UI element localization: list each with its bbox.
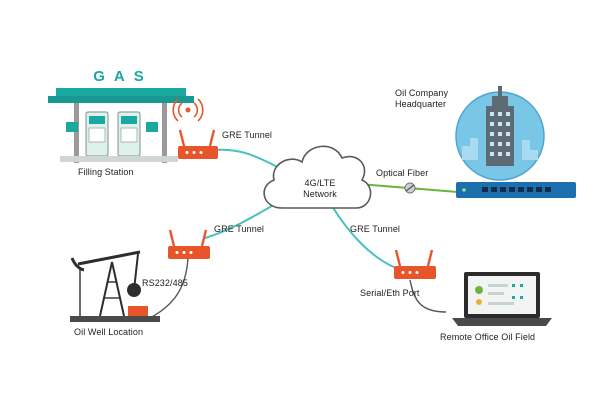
router-left-icon bbox=[168, 229, 210, 259]
rs232-label: RS232/485 bbox=[142, 278, 188, 288]
gre-tunnel-left-label: GRE Tunnel bbox=[214, 224, 265, 234]
network-switch-icon bbox=[456, 182, 576, 198]
oil-well-label: Oil Well Location bbox=[74, 327, 144, 337]
network-label: 4G/LTE Network bbox=[303, 178, 337, 199]
gre-tunnel-right-label: GRE Tunnel bbox=[350, 224, 401, 234]
router-top-icon bbox=[178, 129, 218, 159]
fiber-connector-icon bbox=[404, 182, 416, 194]
headquarter-building-icon bbox=[455, 86, 545, 181]
link-rs232-cable bbox=[149, 257, 189, 319]
router-right-icon bbox=[394, 249, 436, 279]
filling-station-label: Filling Station bbox=[78, 167, 134, 177]
laptop-icon bbox=[452, 272, 552, 326]
link-top-router-to-cloud bbox=[214, 148, 281, 169]
oil-pumpjack-icon bbox=[70, 250, 160, 322]
optical-fiber-label: Optical Fiber bbox=[376, 168, 429, 178]
gas-sign: GAS bbox=[93, 68, 153, 85]
cloud-icon bbox=[263, 145, 372, 209]
wifi-signal-icon bbox=[172, 98, 204, 122]
filling-station-icon bbox=[48, 88, 194, 163]
gre-tunnel-top-label: GRE Tunnel bbox=[222, 130, 273, 140]
serial-eth-label: Serial/Eth Port bbox=[360, 288, 420, 298]
link-serial-eth-cable bbox=[409, 279, 447, 313]
headquarter-label: Oil Company Headquarter bbox=[395, 88, 449, 109]
remote-office-label: Remote Office Oil Field bbox=[440, 332, 536, 342]
link-cloud-to-right-router bbox=[331, 205, 397, 269]
